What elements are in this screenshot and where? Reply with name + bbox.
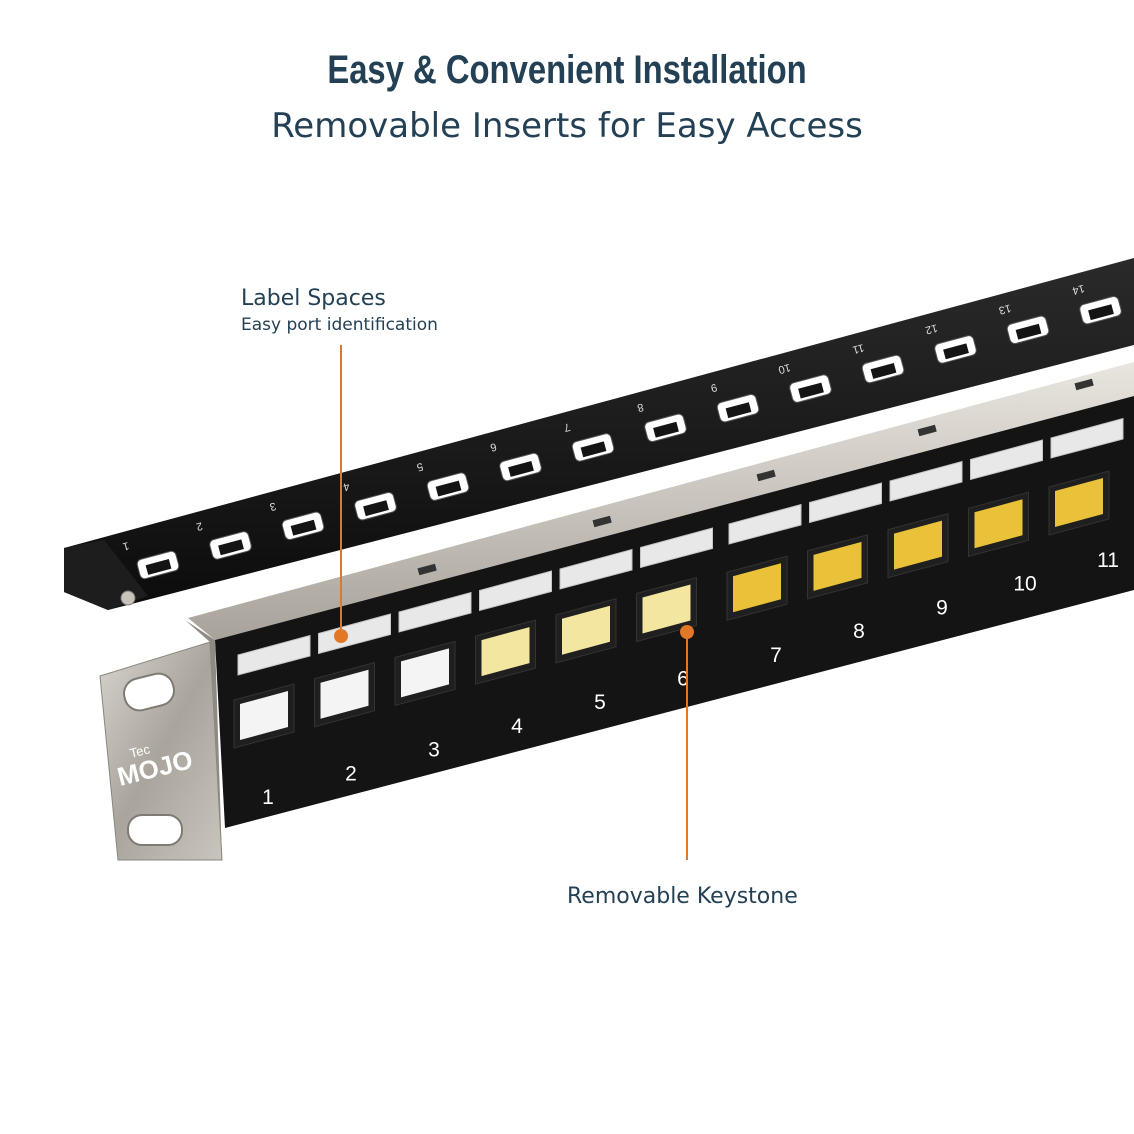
page-title: Easy & Convenient Installation [327,48,807,92]
rear-slot-notch [218,539,244,556]
rear-port-number: 1 [121,539,130,552]
label-space [728,503,802,545]
front-port-number: 5 [594,691,606,714]
front-port-number: 8 [853,620,865,643]
panel-clip [417,563,437,576]
rear-slot-notch [508,460,534,477]
keystone-insert [733,563,781,613]
panel-clip [756,469,776,482]
rear-port-slots [136,295,1122,580]
label-space [889,460,963,502]
rear-port-number: 4 [342,480,351,493]
front-port-number: 6 [677,668,689,691]
panel-clip [917,424,937,437]
rear-cable-bar: 123456789101112131415 [64,258,1134,610]
front-port-number: 11 [1097,549,1119,572]
label-space [970,439,1043,481]
label-spaces-dot [334,629,348,643]
rear-port-number: 2 [195,519,204,532]
rear-slot-notch [653,421,679,438]
rear-slot-notch [725,402,752,419]
rear-port-number: 5 [415,460,424,473]
label-space [809,482,882,524]
front-port-number: 3 [428,739,440,762]
rear-slot-notch [1088,304,1114,321]
rear-port-number: 13 [997,302,1012,317]
keystone-insert [562,605,610,655]
brand-logo-small: Tec [128,741,152,761]
screw-icon [120,590,136,606]
keystone-insert [320,669,369,719]
mounting-hole [123,672,175,712]
front-port-number: 2 [345,762,357,785]
rear-slot-notch [870,362,897,379]
rear-port-number: 14 [1071,282,1086,297]
keystone-insert [642,584,691,634]
front-port-number: 10 [1013,573,1036,596]
removable-keystone-title: Removable Keystone [567,884,798,909]
keystone-insert [894,520,942,570]
label-spaces-subtitle: Easy port identification [241,315,438,335]
rear-port-number: 12 [924,321,939,336]
keystone-insert [974,499,1023,549]
panel-clip [1074,378,1094,391]
rear-port-number: 11 [851,341,865,356]
rear-port-number: 8 [636,401,645,414]
rear-port-number: 6 [489,440,498,453]
label-space [398,591,472,633]
rear-port-number: 7 [562,420,571,433]
rear-slot-notch [290,519,317,536]
label-space [640,527,713,569]
mounting-hole [127,814,183,846]
label-strip [237,417,1124,676]
rear-port-number: 9 [709,381,718,394]
mounting-bracket: Tec MOJO [99,620,223,861]
rear-slot-notch [580,441,607,458]
page-subtitle: Removable Inserts for Easy Access [271,106,863,146]
rear-slot-notch [145,558,172,575]
keystone-insert [813,541,862,591]
label-space [479,570,552,612]
front-port-number: 7 [770,644,782,667]
keystone-insert [1055,478,1103,527]
keystone-insert [481,627,530,677]
keystone-insert [401,648,449,698]
front-port-number: 4 [511,715,523,738]
rear-slot-notch [363,500,389,517]
label-space [559,548,633,590]
front-port-numbers: 1 2 3 4 5 6 7 8 9 10 11 [262,549,1119,809]
rear-slot-notch [798,382,824,399]
rear-slot-notch [1015,323,1042,340]
keystone-insert [240,691,288,740]
rear-port-number: 3 [268,500,277,513]
rear-slot-notch [943,343,969,360]
keystone-dot [680,625,694,639]
rear-port-number: 10 [777,361,792,376]
rear-slot-notch [435,480,462,497]
label-space [237,634,311,676]
panel-clip [592,515,612,528]
front-keystone-ports [233,470,1110,749]
front-port-number: 9 [936,596,948,619]
rear-port-numbers: 123456789101112131415 [121,282,1086,553]
label-space [318,613,391,655]
label-space [1050,417,1124,459]
front-port-number: 1 [262,786,274,809]
label-spaces-title: Label Spaces [241,286,386,311]
